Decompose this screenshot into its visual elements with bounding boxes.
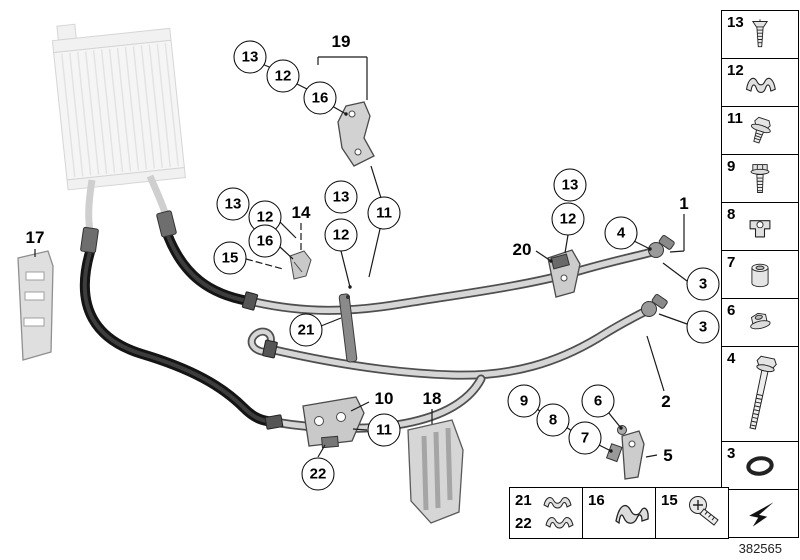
callout-3[interactable]: 3 [686, 267, 720, 301]
sidebar-part-7[interactable]: 7 [722, 250, 798, 298]
figure-number: 382565 [738, 541, 782, 556]
callout-22[interactable]: 22 [301, 457, 335, 491]
bracket-5 [621, 430, 645, 480]
sidebar-part-4[interactable]: 4 [722, 346, 798, 441]
sidebar-part-6[interactable]: 6 [722, 298, 798, 346]
callout-7[interactable]: 7 [568, 421, 602, 455]
callout-10[interactable]: 10 [374, 389, 394, 408]
callout-13[interactable]: 13 [324, 180, 358, 214]
direction-arrow-icon [739, 496, 781, 532]
bracket-19 [337, 101, 375, 167]
sidebar-part-8[interactable]: 8 [722, 202, 798, 250]
callout-15[interactable]: 15 [213, 241, 247, 275]
part-number: 12 [727, 62, 744, 79]
callout-20[interactable]: 20 [512, 240, 532, 259]
callout-12[interactable]: 12 [551, 202, 585, 236]
bracket-10 [302, 396, 365, 449]
part-number: 21 [515, 492, 532, 509]
clip-14 [289, 250, 312, 280]
callout-11[interactable]: 11 [367, 413, 401, 447]
o-ring-icon [739, 448, 781, 484]
callout-12[interactable]: 12 [266, 59, 300, 93]
clip-large-icon [612, 491, 652, 535]
long-bolt-icon [740, 350, 780, 438]
pipe-clamp [338, 293, 358, 363]
bracket-20 [547, 249, 581, 298]
callout-3[interactable]: 3 [686, 310, 720, 344]
callout-18[interactable]: 18 [422, 389, 442, 408]
callout-5[interactable]: 5 [663, 446, 673, 465]
clip-icon [739, 65, 781, 101]
sidebar-part-direction-arrow[interactable] [722, 489, 798, 537]
hose-couplers [80, 210, 284, 430]
callout-13[interactable]: 13 [233, 40, 267, 74]
sleeve-icon [739, 257, 781, 293]
part-number: 9 [727, 158, 736, 175]
callout-14[interactable]: 14 [291, 203, 311, 222]
screw-icon [739, 17, 781, 53]
oil-cooler [51, 23, 186, 191]
oil-pipe-upper [245, 247, 657, 315]
oil-pipe-lower [247, 305, 653, 380]
legend-part-16[interactable]: 16 [582, 488, 655, 538]
sidebar-part-9[interactable]: 9 [722, 154, 798, 202]
sidebar-part-12[interactable]: 12 [722, 58, 798, 106]
parts-sidebar: 13 12 11 9 8 7 6 4 3 [721, 10, 799, 538]
part-number: 6 [727, 302, 736, 319]
oil-hose-right [163, 231, 253, 306]
oil-hose-left [79, 247, 279, 427]
callout-16[interactable]: 16 [248, 224, 282, 258]
callout-13[interactable]: 13 [216, 187, 250, 221]
part-number: 3 [727, 445, 736, 462]
part-number: 16 [588, 492, 605, 509]
callout-11[interactable]: 11 [367, 196, 401, 230]
part-number: 7 [727, 254, 736, 271]
clip-pair-icon [539, 491, 579, 535]
callout-6[interactable]: 6 [581, 384, 615, 418]
sidebar-part-13[interactable]: 13 [722, 11, 798, 58]
sidebar-part-3[interactable]: 3 [722, 441, 798, 489]
callout-9[interactable]: 9 [507, 384, 541, 418]
callout-13[interactable]: 13 [553, 168, 587, 202]
callout-19[interactable]: 19 [331, 32, 351, 51]
part-number: 8 [727, 206, 736, 223]
part-number: 13 [727, 14, 744, 31]
callout-4[interactable]: 4 [604, 216, 638, 250]
callout-12[interactable]: 12 [324, 218, 358, 252]
sidebar-part-11[interactable]: 11 [722, 106, 798, 154]
callout-1[interactable]: 1 [679, 194, 689, 213]
flange-nut-icon [739, 305, 781, 341]
callout-2[interactable]: 2 [661, 392, 671, 411]
mounting-plate-17 [17, 250, 54, 361]
callout-17[interactable]: 17 [25, 228, 45, 247]
bolt-icon [739, 161, 781, 197]
heat-shield-18 [407, 419, 464, 524]
clamp-icon [739, 209, 781, 245]
part-number: 15 [661, 492, 678, 509]
callout-16[interactable]: 16 [303, 81, 337, 115]
part-number: 11 [727, 110, 743, 127]
part-number: 4 [727, 350, 736, 367]
part-number: 22 [515, 514, 532, 532]
pan-screw-icon [685, 491, 725, 535]
pipe-end-fittings [641, 234, 675, 317]
legend-part-15[interactable]: 15 [655, 488, 728, 538]
flange-bolt-icon [739, 113, 781, 149]
callout-21[interactable]: 21 [289, 313, 323, 347]
callout-8[interactable]: 8 [536, 403, 570, 437]
